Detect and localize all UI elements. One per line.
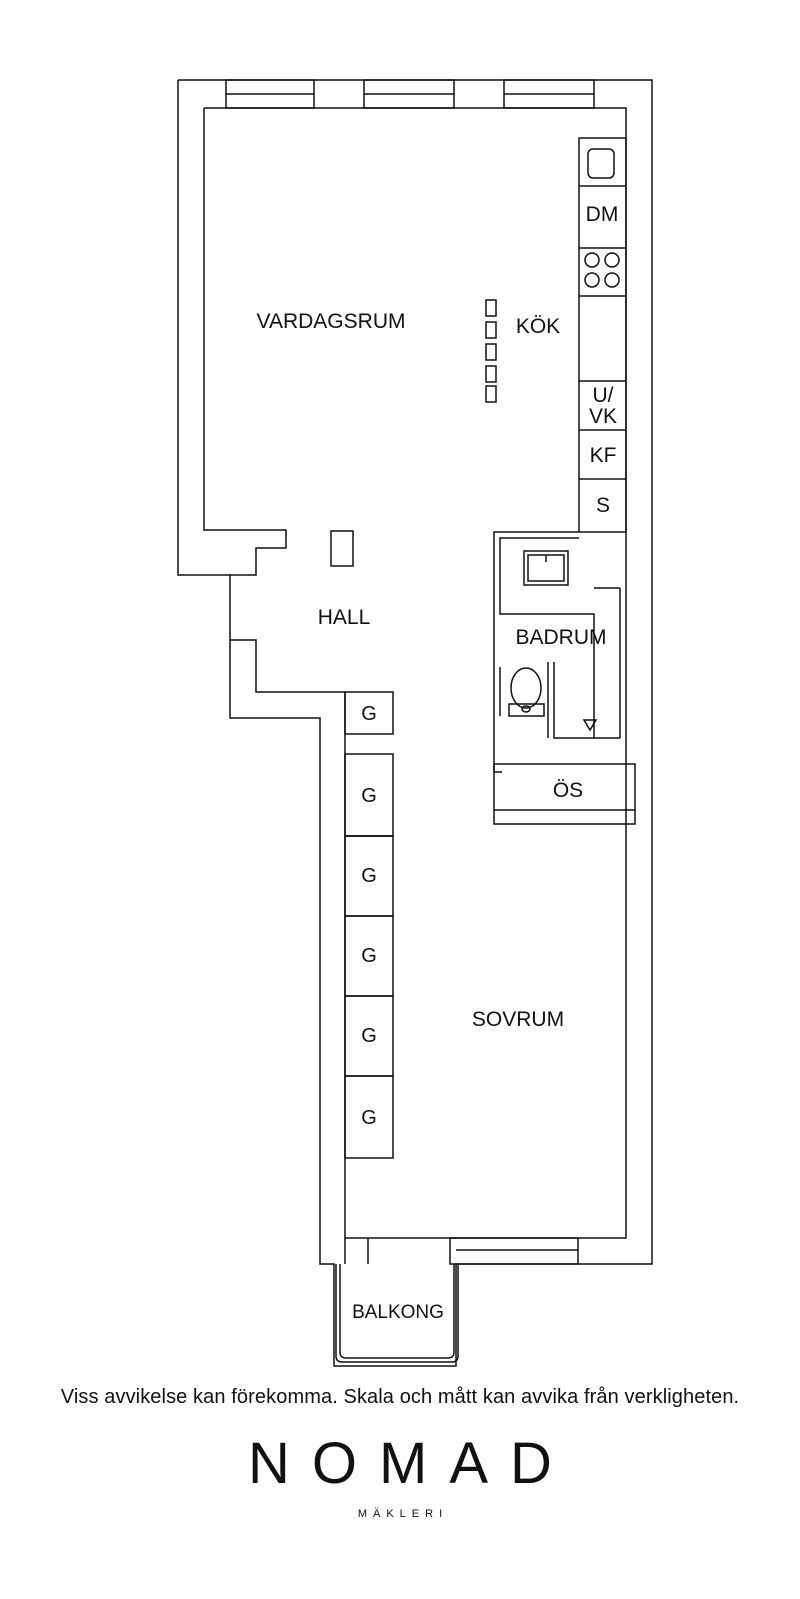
wardrobes xyxy=(344,691,394,1159)
floor-drain-icon xyxy=(582,719,598,732)
stove-icon xyxy=(584,252,620,288)
wardrobe-label: G xyxy=(361,945,377,967)
kitchen-label-s: S xyxy=(596,494,610,517)
bathroom-wall-inner xyxy=(499,537,595,739)
south-window xyxy=(449,1237,579,1265)
inner-wall-west xyxy=(203,108,287,576)
toilet-icon xyxy=(508,667,545,717)
bathroom-wall xyxy=(493,531,579,772)
room-label-hall: HALL xyxy=(318,606,371,629)
room-label-kok: KÖK xyxy=(516,315,560,338)
sink-icon xyxy=(587,148,615,179)
north-windows xyxy=(225,79,595,109)
wardrobe-label: G xyxy=(361,785,377,807)
floor-plan: VARDAGSRUM KÖK HALL BADRUM ÖS SOVRUM BAL… xyxy=(177,79,653,1367)
kitchen-label-kf: KF xyxy=(590,444,617,467)
wardrobe-label: G xyxy=(361,1025,377,1047)
brand-logo: NOMAD xyxy=(248,1431,574,1496)
washbasin-icon xyxy=(523,550,569,586)
balcony-outline-inner xyxy=(339,1264,455,1359)
dining-chairs-icon xyxy=(485,299,497,403)
kitchen-label-dm: DM xyxy=(586,203,619,226)
hall-cabinet xyxy=(330,530,354,567)
balcony-outline xyxy=(335,1264,459,1363)
kitchen-counter xyxy=(578,137,627,533)
wardrobe-label: G xyxy=(361,703,377,725)
kitchen-label-uvk-bottom: VK xyxy=(589,405,617,428)
inner-wall xyxy=(204,107,627,1239)
wardrobe-label: G xyxy=(361,1107,377,1129)
room-label-badrum: BADRUM xyxy=(515,626,606,649)
kitchen-label-uvk-top: U/ xyxy=(593,384,614,407)
brand-subtitle: MÄKLERI xyxy=(357,1508,449,1520)
outer-wall xyxy=(177,79,653,1367)
room-label-sovrum: SOVRUM xyxy=(472,1008,564,1031)
wardrobe-label: G xyxy=(361,865,377,887)
os-cabinet xyxy=(493,763,636,825)
disclaimer-text: Viss avvikelse kan förekomma. Skala och … xyxy=(60,1386,740,1408)
room-label-os: ÖS xyxy=(553,779,583,802)
room-label-vardagsrum: VARDAGSRUM xyxy=(257,310,406,333)
room-label-balkong: BALKONG xyxy=(352,1302,444,1323)
